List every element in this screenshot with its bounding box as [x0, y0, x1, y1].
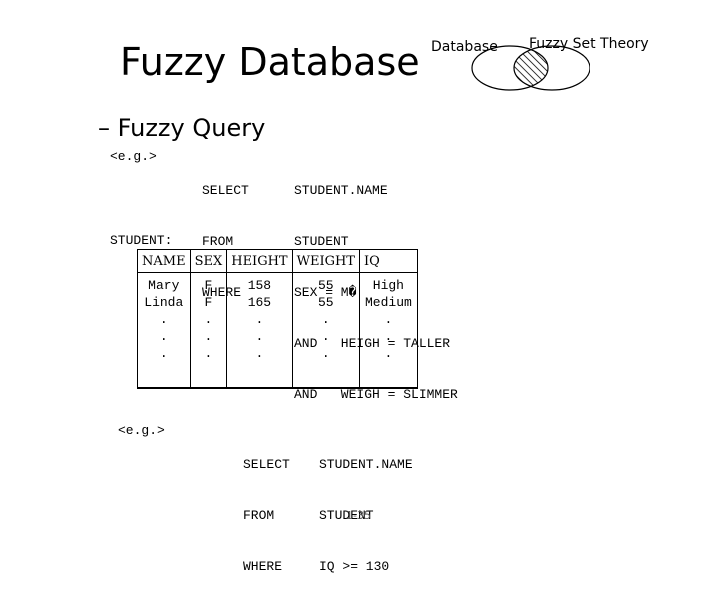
venn-intersection: [514, 46, 548, 90]
table-cell: .: [321, 329, 330, 344]
venn-label-fuzzy-set-theory: Fuzzy Set Theory: [529, 36, 649, 52]
table-cell: .: [384, 312, 393, 327]
table-cell: .: [159, 312, 168, 327]
clause-from: STUDENT: [294, 234, 349, 249]
table-cell: .: [159, 329, 168, 344]
query2-keywords: SELECT FROM WHERE: [243, 422, 290, 592]
table-cell: .: [384, 346, 393, 361]
table-cell: .: [159, 346, 168, 361]
clause-from: STUDENT: [319, 508, 374, 523]
clause-and-weight: AND WEIGH = SLIMMER: [294, 387, 458, 402]
table-cell: 165: [247, 295, 272, 310]
table-cell: .: [255, 346, 264, 361]
keyword-from: FROM: [243, 508, 275, 523]
query2-eg: <e.g.>: [118, 423, 165, 438]
table-cell: F: [204, 295, 213, 310]
column-header-iq: IQ: [358, 249, 418, 273]
column-header-height: HEIGHT: [226, 249, 293, 273]
table-cell: 55: [317, 295, 334, 310]
table-cell: 158: [247, 278, 272, 293]
student-table: NAME SEX HEIGHT WEIGHT IQ Mary Linda . .…: [137, 249, 418, 389]
table-cell: .: [384, 329, 393, 344]
clause-where: IQ >= 130: [319, 559, 390, 574]
column-header-name: NAME: [137, 249, 191, 273]
table-cell: Mary: [148, 278, 180, 293]
slide-title: Fuzzy Database: [120, 40, 420, 84]
table-cell: 55: [317, 278, 334, 293]
query2-clauses: STUDENT.NAME STUDENT IQ >= 130: [319, 422, 413, 592]
table-header-row: NAME SEX HEIGHT WEIGHT IQ: [137, 249, 418, 273]
venn-diagram: [471, 45, 590, 91]
iq-column-cell: High Medium . . .: [358, 272, 418, 389]
venn-label-database: Database: [431, 39, 498, 55]
name-column-cell: Mary Linda . . .: [137, 272, 191, 389]
table-cell: .: [204, 346, 213, 361]
table-caption: STUDENT:: [110, 233, 173, 248]
venn-circle-fuzzy-set: [513, 45, 590, 91]
table-cell: .: [321, 346, 330, 361]
column-header-weight: WEIGHT: [291, 249, 360, 273]
keyword-select: SELECT: [243, 457, 290, 472]
keyword-from: FROM: [202, 234, 234, 249]
page-number: 1-35: [346, 509, 371, 522]
table-body-row: Mary Linda . . . F F . . . 158 165 . . .: [137, 272, 418, 389]
height-column-cell: 158 165 . . .: [226, 272, 293, 389]
table-cell: High: [372, 278, 404, 293]
table-cell: .: [204, 329, 213, 344]
clause-select: STUDENT.NAME: [294, 183, 388, 198]
table-cell: .: [255, 312, 264, 327]
keyword-select: SELECT: [202, 183, 249, 198]
keyword-where: WHERE: [243, 559, 283, 574]
sex-column-cell: F F . . .: [189, 272, 228, 389]
clause-select: STUDENT.NAME: [319, 457, 413, 472]
table-cell: .: [321, 312, 330, 327]
query1-eg: <e.g.>: [110, 149, 157, 164]
table-cell: .: [255, 329, 264, 344]
venn-circle-database: [471, 45, 549, 91]
slide-subtitle: – Fuzzy Query: [98, 114, 266, 142]
table-cell: Linda: [144, 295, 184, 310]
weight-column-cell: 55 55 . . .: [291, 272, 360, 389]
table-cell: Medium: [364, 295, 412, 310]
table-cell: .: [204, 312, 213, 327]
column-header-sex: SEX: [189, 249, 228, 273]
table-cell: F: [204, 278, 213, 293]
